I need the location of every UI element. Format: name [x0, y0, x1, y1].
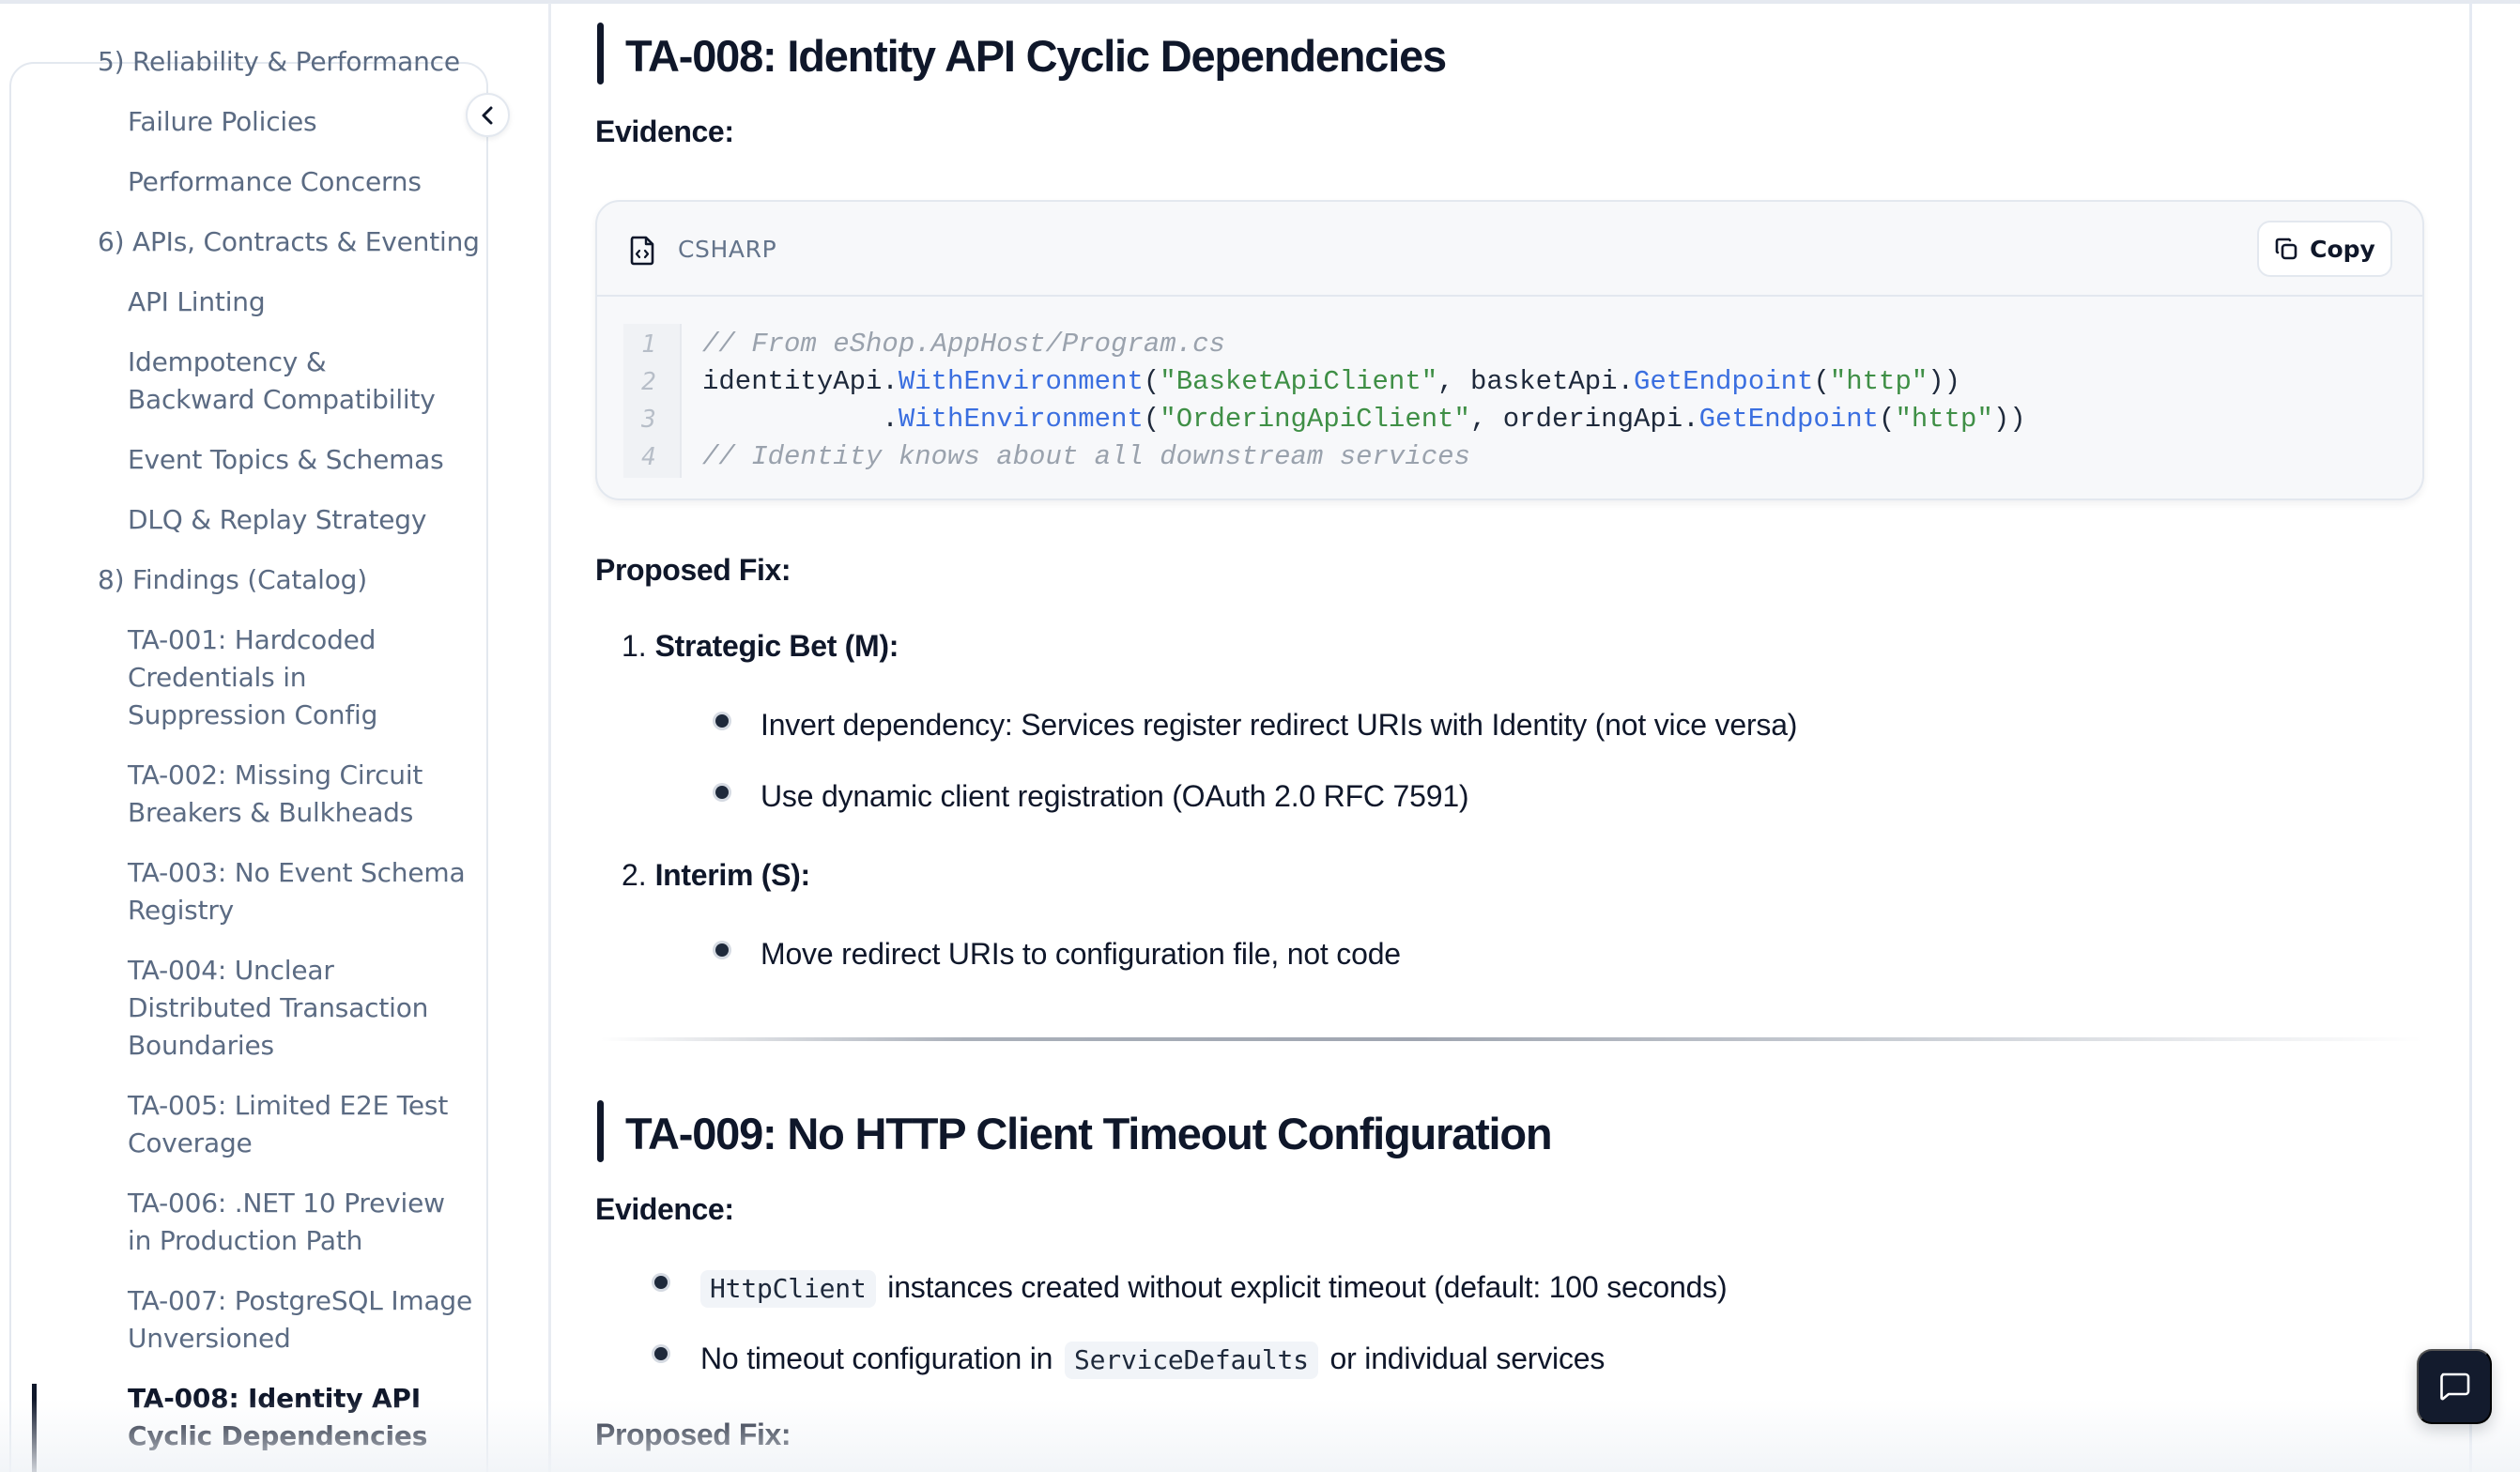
top-border	[0, 0, 2520, 4]
evidence-label: Evidence:	[595, 115, 734, 148]
bullet-icon	[654, 1347, 668, 1360]
copy-icon	[2275, 238, 2297, 260]
code-token: ))	[1928, 366, 1961, 397]
code-line-1: // From eShop.AppHost/Program.cs	[702, 326, 1225, 363]
toc-item-reliability-performance[interactable]: 5) Reliability & Performance	[98, 46, 460, 77]
finding-heading-ta-009: TA-009: No HTTP Client Timeout Configura…	[595, 1100, 1553, 1164]
code-token: (	[1143, 366, 1160, 397]
evidence-label: Evidence:	[595, 1192, 734, 1226]
line-number-gutter: 1 2 3 4	[623, 324, 682, 478]
inline-code: HttpClient	[700, 1270, 876, 1308]
toc-item-api-linting[interactable]: API Linting	[128, 286, 266, 317]
line-number: 4	[641, 443, 656, 471]
collapse-sidebar-button[interactable]	[466, 93, 510, 137]
copy-code-button[interactable]: Copy	[2257, 221, 2392, 277]
fix-bullet: Move redirect URIs to configuration file…	[761, 937, 1401, 971]
code-line-4: // Identity knows about all downstream s…	[702, 438, 1470, 476]
code-token: GetEndpoint	[1698, 404, 1880, 435]
code-token: (	[1879, 404, 1896, 435]
toc-item-idempotency[interactable]: Idempotency & Backward Compatibility	[128, 346, 436, 415]
evidence-bullet: HttpClient instances created without exp…	[700, 1268, 1728, 1308]
code-token: WithEnvironment	[898, 366, 1144, 397]
code-block-header: CSHARP Copy	[597, 202, 2422, 297]
finding-heading-ta-008: TA-008: Identity API Cyclic Dependencies	[595, 23, 1447, 86]
code-token: "BasketApiClient"	[1160, 366, 1438, 397]
code-block: CSHARP Copy 1 2 3 4 // From eShop.AppHos…	[595, 200, 2424, 500]
code-line-2: identityApi.WithEnvironment("BasketApiCl…	[702, 363, 1960, 401]
evidence-text: or individual services	[1329, 1342, 1606, 1375]
code-token: WithEnvironment	[898, 404, 1144, 435]
code-token: "OrderingApiClient"	[1160, 404, 1470, 435]
code-token: ))	[1992, 404, 2026, 435]
line-number: 3	[641, 406, 656, 434]
toc-item-ta-007[interactable]: TA-007: PostgreSQL Image Unversioned	[128, 1285, 473, 1354]
fix-bullet: Use dynamic client registration (OAuth 2…	[761, 779, 1469, 813]
code-language-label: CSHARP	[678, 236, 777, 263]
code-token: .	[702, 404, 899, 435]
bullet-icon	[715, 786, 729, 799]
code-token: // Identity knows about all downstream s…	[702, 441, 1470, 472]
main-right-border	[2469, 3, 2472, 1472]
evidence-text: No timeout configuration in	[700, 1342, 1053, 1375]
toc-item-ta-006[interactable]: TA-006: .NET 10 Preview in Production Pa…	[128, 1188, 445, 1256]
toc-item-dlq-replay[interactable]: DLQ & Replay Strategy	[128, 504, 427, 535]
code-token: "http"	[1829, 366, 1928, 397]
toc-item-event-topics[interactable]: Event Topics & Schemas	[128, 444, 444, 475]
chat-button[interactable]	[2417, 1349, 2492, 1424]
code-token: , basketApi.	[1437, 366, 1634, 397]
proposed-fix-label: Proposed Fix:	[595, 553, 791, 587]
toc-item-ta-001[interactable]: TA-001: Hardcoded Credentials in Suppres…	[128, 624, 378, 730]
code-token: GetEndpoint	[1634, 366, 1814, 397]
toc-item-ta-005[interactable]: TA-005: Limited E2E Test Coverage	[128, 1090, 449, 1158]
code-token: (	[1813, 366, 1830, 397]
code-token: , orderingApi.	[1469, 404, 1699, 435]
proposed-fix-label: Proposed Fix:	[595, 1418, 791, 1451]
evidence-text: instances created without explicit timeo…	[887, 1270, 1728, 1304]
bullet-icon	[654, 1276, 668, 1289]
section-divider	[601, 1037, 2422, 1041]
toc-item-ta-002[interactable]: TA-002: Missing Circuit Breakers & Bulkh…	[128, 759, 423, 828]
fix-number: 1.	[622, 629, 647, 663]
line-number: 2	[641, 368, 656, 396]
code-line-3: .WithEnvironment("OrderingApiClient", or…	[702, 401, 2026, 438]
toc-item-findings-catalog[interactable]: 8) Findings (Catalog)	[98, 564, 367, 595]
fix-item-strategic-bet: 1. Strategic Bet (M):	[622, 627, 899, 665]
line-number: 1	[641, 330, 656, 359]
fix-bullet: Invert dependency: Services register red…	[761, 708, 1798, 742]
chevron-left-icon	[482, 106, 492, 124]
table-of-contents-sidebar: 5) Reliability & Performance Failure Pol…	[9, 46, 488, 1472]
bullet-icon	[715, 714, 729, 728]
fix-title: Interim (S):	[654, 858, 811, 892]
chat-bubble-icon	[2440, 1372, 2470, 1401]
code-token: identityApi.	[702, 366, 899, 397]
code-token: "http"	[1895, 404, 1993, 435]
toc-active-indicator	[32, 1384, 37, 1472]
fix-title: Strategic Bet (M):	[654, 629, 899, 663]
inline-code: ServiceDefaults	[1064, 1342, 1318, 1379]
main-left-border	[548, 3, 551, 1472]
code-body: 1 2 3 4 // From eShop.AppHost/Program.cs…	[623, 324, 2404, 483]
toc-item-failure-policies[interactable]: Failure Policies	[128, 106, 317, 137]
code-token: // From eShop.AppHost/Program.cs	[702, 329, 1225, 360]
code-token: (	[1143, 404, 1160, 435]
file-code-icon	[630, 236, 654, 266]
toc-item-apis-contracts-eventing[interactable]: 6) APIs, Contracts & Eventing	[98, 226, 480, 257]
toc-item-ta-004[interactable]: TA-004: Unclear Distributed Transaction …	[128, 955, 429, 1061]
evidence-bullet: No timeout configuration in ServiceDefau…	[700, 1340, 1605, 1379]
fix-item-interim: 2. Interim (S):	[622, 856, 810, 894]
copy-button-label: Copy	[2310, 235, 2375, 263]
toc-item-ta-003[interactable]: TA-003: No Event Schema Registry	[128, 857, 466, 926]
fix-number: 2.	[622, 858, 647, 892]
bullet-icon	[715, 943, 729, 957]
toc-item-performance-concerns[interactable]: Performance Concerns	[128, 166, 422, 197]
toc-item-ta-008-active[interactable]: TA-008: Identity API Cyclic Dependencies	[128, 1383, 428, 1451]
